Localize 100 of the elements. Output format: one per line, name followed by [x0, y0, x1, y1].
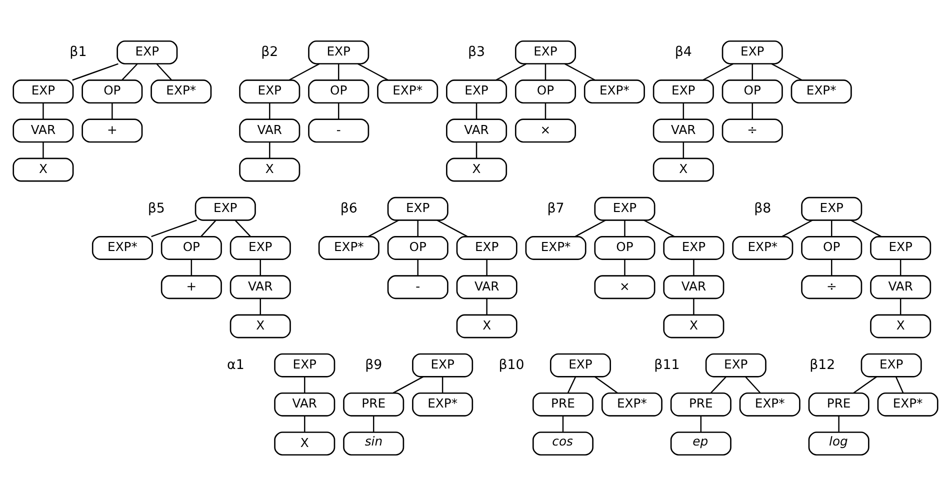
connector: [770, 63, 802, 81]
node-box: EXP*: [318, 236, 379, 260]
node-label: β1: [69, 44, 86, 60]
connector: [624, 260, 625, 276]
connector: [574, 220, 606, 237]
connector: [692, 260, 694, 276]
node-box: EXP: [12, 80, 74, 104]
node-box: EXP: [456, 236, 517, 260]
node-box: OP: [594, 236, 655, 260]
node-box: ep: [670, 432, 731, 456]
connector: [682, 142, 684, 158]
node-box: EXP*: [524, 236, 586, 260]
node-label: β7: [546, 201, 564, 216]
node-box: EXP: [446, 80, 507, 104]
node-box: OP: [386, 236, 448, 260]
node-box: EXP: [194, 196, 256, 221]
node-label: β6: [340, 201, 357, 216]
node-box: VAR: [274, 392, 335, 416]
connector: [441, 376, 443, 393]
node-box: EXP*: [790, 80, 852, 104]
connector: [337, 103, 339, 119]
node-box: OP: [800, 236, 862, 260]
connector: [495, 63, 526, 81]
node-box: EXP: [412, 353, 473, 378]
node-box: X: [662, 314, 724, 338]
connector: [643, 220, 674, 237]
node-box: OP: [514, 80, 576, 104]
connector: [751, 64, 752, 80]
node-box: X: [870, 314, 931, 338]
node-box: EXP: [652, 80, 714, 104]
connector: [304, 416, 305, 432]
connector: [416, 220, 418, 236]
connector: [156, 64, 172, 80]
connector: [259, 260, 260, 276]
connector: [337, 64, 339, 80]
node-label: β2: [260, 44, 278, 60]
connector: [416, 260, 418, 276]
connector: [486, 260, 487, 276]
connector: [692, 298, 694, 315]
node-box: EXP: [721, 40, 782, 64]
connector: [624, 220, 625, 236]
node-label: β9: [364, 358, 382, 373]
connector: [190, 260, 192, 276]
node-label: β8: [754, 201, 771, 216]
connector: [894, 376, 904, 393]
connector: [566, 376, 576, 393]
connector: [710, 376, 726, 394]
node-box: VAR: [446, 118, 507, 143]
node-box: EXP*: [150, 80, 212, 104]
node-label: β3: [468, 44, 485, 60]
connector: [200, 220, 216, 237]
node-box: OP: [160, 236, 222, 260]
node-box: VAR: [870, 275, 931, 300]
connector: [899, 260, 901, 276]
connector: [486, 298, 487, 315]
connector: [850, 220, 881, 237]
node-box: EXP: [308, 40, 369, 64]
connector: [781, 220, 812, 237]
connector: [121, 64, 138, 80]
connector: [830, 220, 832, 236]
node-box: EXP: [549, 353, 610, 378]
node-box: X: [238, 158, 300, 182]
node-box: ÷: [721, 118, 782, 143]
node-box: X: [12, 158, 74, 182]
connector: [830, 260, 832, 276]
node-box: EXP: [594, 196, 655, 221]
node-box: EXP: [116, 40, 178, 64]
node-box: EXP*: [412, 392, 473, 416]
connector: [564, 63, 595, 81]
connector: [744, 376, 760, 394]
node-box: X: [652, 158, 714, 182]
connector: [72, 63, 118, 81]
node-box: -: [386, 275, 448, 300]
connector: [852, 376, 877, 394]
node-box: VAR: [12, 118, 74, 143]
node-box: EXP: [386, 196, 448, 221]
node-box: OP: [308, 80, 369, 104]
node-label: β11: [654, 358, 680, 373]
connector: [700, 416, 702, 432]
node-box: ×: [594, 275, 655, 300]
node-box: EXP*: [376, 80, 438, 104]
connector: [42, 103, 44, 119]
connector: [268, 142, 270, 158]
node-box: PRE: [670, 392, 731, 416]
connector: [475, 142, 477, 158]
connector: [259, 298, 260, 315]
connector: [372, 416, 374, 432]
connector: [562, 416, 564, 432]
connector: [268, 103, 270, 119]
node-box: PRE: [342, 392, 404, 416]
node-label: α1: [226, 358, 244, 373]
connector: [111, 103, 112, 119]
node-box: EXP*: [732, 236, 793, 260]
connector: [899, 298, 901, 315]
node-box: +: [160, 275, 222, 300]
node-box: EXP*: [583, 80, 644, 104]
node-box: VAR: [652, 118, 714, 143]
node-box: -: [308, 118, 369, 143]
node-box: ×: [514, 118, 576, 143]
node-box: EXP: [704, 353, 766, 378]
